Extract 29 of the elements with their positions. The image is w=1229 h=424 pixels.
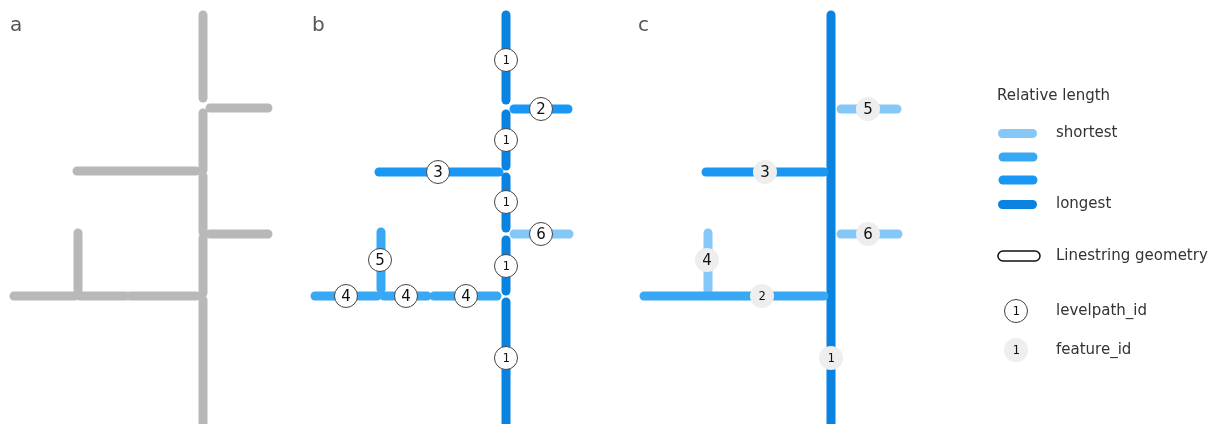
feature-id-marker: 2	[750, 284, 774, 308]
levelpath-id-marker: 4	[334, 284, 358, 308]
feature-id-marker: 4	[695, 248, 719, 272]
levelpath-id-marker: 2	[529, 97, 553, 121]
feature-id-marker: 6	[856, 222, 880, 246]
panel-letter: b	[312, 12, 325, 36]
feature-id-marker: 1	[819, 346, 843, 370]
feature-id-marker: 3	[753, 160, 777, 184]
legend-label: longest	[1056, 194, 1112, 212]
levelpath-id-marker: 1	[494, 128, 518, 152]
levelpath-id-marker: 3	[426, 160, 450, 184]
levelpath-id-marker: 1	[494, 190, 518, 214]
levelpath-id-marker: 6	[529, 222, 553, 246]
legend-label: Linestring geometry	[1056, 246, 1208, 264]
levelpath-id-marker: 1	[494, 346, 518, 370]
feature-id-marker: 1	[1004, 338, 1028, 362]
levelpath-id-marker: 4	[454, 284, 478, 308]
legend-label: shortest	[1056, 123, 1118, 141]
node-label: feature_id	[1056, 340, 1132, 358]
levelpath-id-marker: 1	[494, 48, 518, 72]
panel-letter: a	[10, 12, 23, 36]
feature-id-marker: 5	[856, 97, 880, 121]
levelpath-id-marker: 5	[368, 248, 392, 272]
levelpath-id-marker: 1	[1004, 299, 1028, 323]
legend-title: Relative length	[997, 86, 1111, 105]
panel-letter: c	[638, 12, 649, 36]
node-label: levelpath_id	[1056, 301, 1147, 319]
levelpath-id-marker: 1	[494, 254, 518, 278]
levelpath-id-marker: 4	[394, 284, 418, 308]
